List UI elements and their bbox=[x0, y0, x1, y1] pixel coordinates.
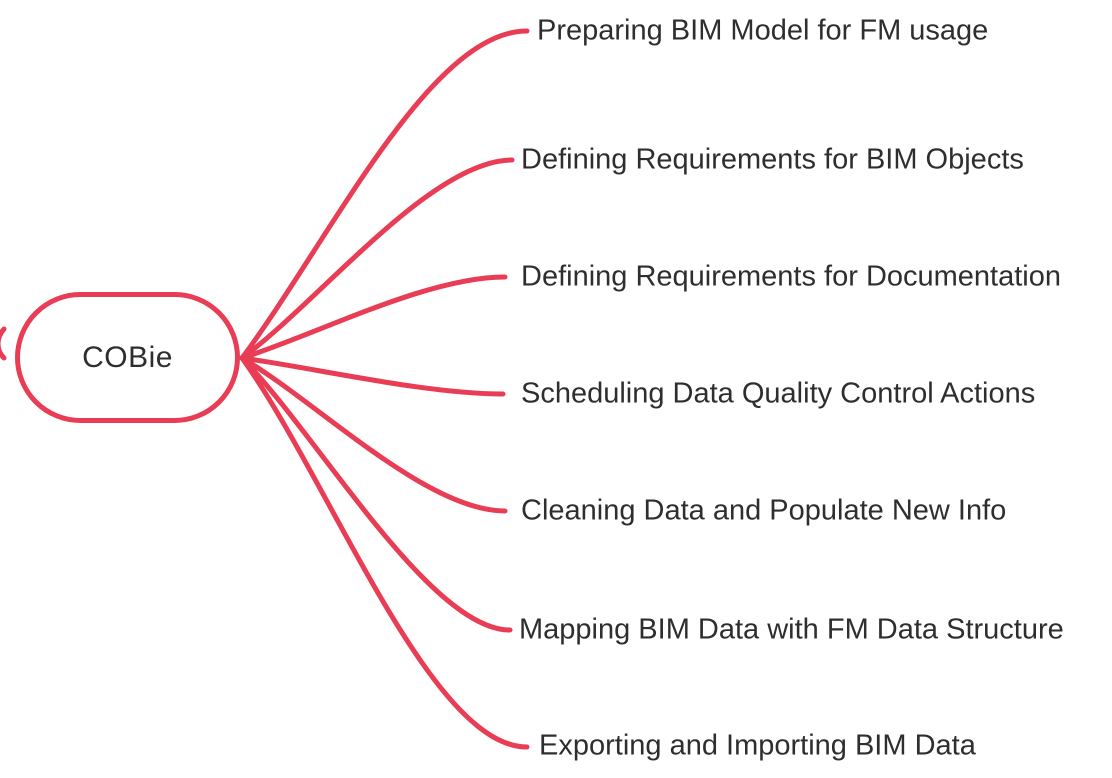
branch-edge bbox=[239, 28, 530, 361]
root-node-label: COBie bbox=[82, 340, 173, 374]
branch-edge bbox=[239, 355, 513, 633]
branch-edge bbox=[239, 355, 506, 397]
branch-label: Defining Requirements for BIM Objects bbox=[521, 143, 1024, 176]
branch-label: Defining Requirements for Documentation bbox=[521, 260, 1061, 293]
branch-label: Scheduling Data Quality Control Actions bbox=[521, 377, 1036, 410]
root-node: COBie bbox=[15, 292, 240, 423]
branch-label: Mapping BIM Data with FM Data Structure bbox=[519, 613, 1064, 646]
clipped-edge-fragment bbox=[0, 326, 7, 361]
branch-edge bbox=[239, 355, 508, 514]
branch-edge bbox=[239, 274, 508, 361]
branch-edge bbox=[239, 157, 515, 361]
branch-label: Preparing BIM Model for FM usage bbox=[537, 14, 989, 47]
branch-label: Exporting and Importing BIM Data bbox=[539, 729, 976, 762]
branch-label: Cleaning Data and Populate New Info bbox=[521, 494, 1007, 527]
branch-edge bbox=[239, 355, 530, 750]
